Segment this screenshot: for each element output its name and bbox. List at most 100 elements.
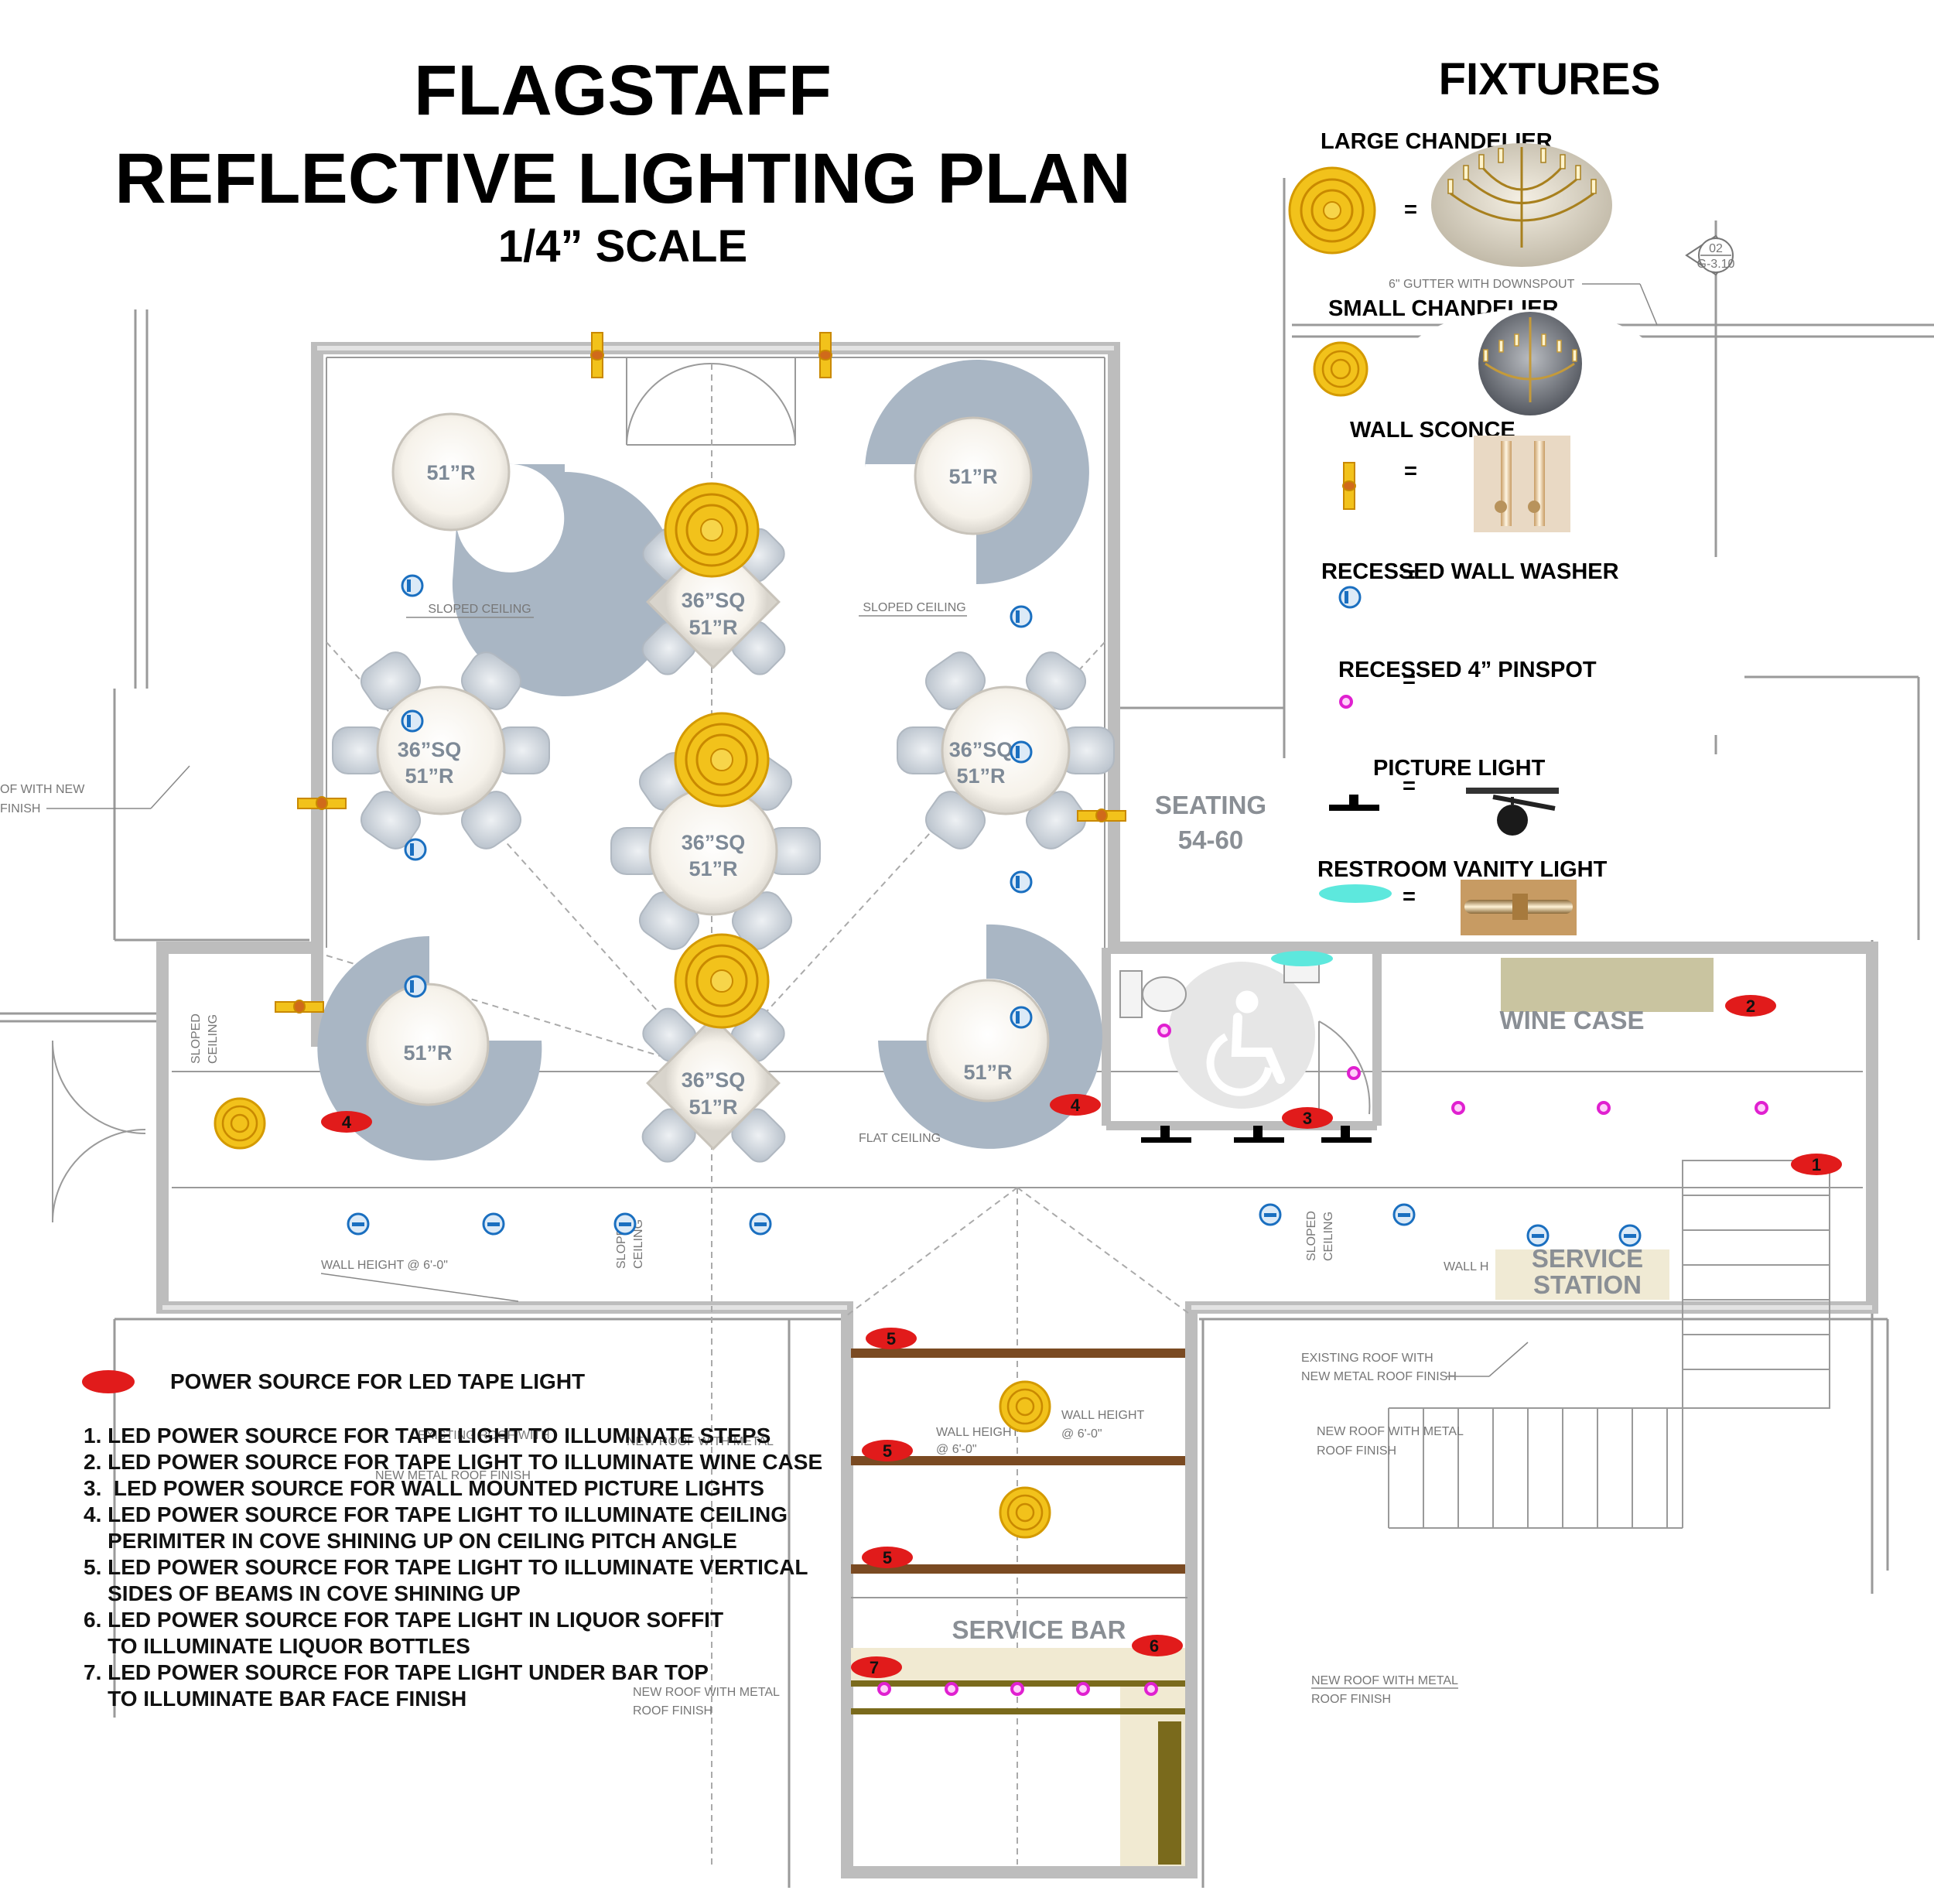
legend-line: SIDES OF BEAMS IN COVE SHINING UP [84,1581,521,1605]
wall-sconce-icon [590,332,604,378]
legend-line: 3. LED POWER SOURCE FOR WALL MOUNTED PIC… [84,1476,764,1500]
legend-line: 4. LED POWER SOURCE FOR TAPE LIGHT TO IL… [84,1502,788,1526]
flat-ceiling-note: FLAT CEILING [859,1132,941,1145]
power-source-number: 2 [1746,996,1755,1016]
round-table: 51”R [391,412,677,696]
legend-line: TO ILLUMINATE BAR FACE FINISH [84,1687,466,1711]
wall-washer-icon [1338,586,1362,609]
wall-height-note: WALL HEIGHT [936,1426,1020,1439]
table-label: 51”R [956,764,1005,788]
pinspot-icon [877,1024,1768,1696]
section-number: 02 [1709,242,1723,255]
vanity-light-photo [1461,880,1577,935]
large-chandelier-icon [1288,166,1376,255]
roof-note: ROOF FINISH [633,1704,712,1718]
small-chandelier-icon [999,1380,1051,1433]
roof-note: ROOF FINISH [1311,1693,1391,1706]
roof-note: NEW ROOF WITH METAL [1311,1674,1458,1687]
power-source-badge: 4 [321,1111,372,1133]
bar-back [1158,1721,1181,1865]
picture-light-photo [1466,788,1559,836]
accessible-icon [1206,990,1285,1096]
roof-note: NEW ROOF WITH METAL [627,1435,774,1448]
wall-height-note: WALL HEIGHT [1061,1409,1145,1422]
wine-case [1501,958,1714,1012]
fixture-label: RESTROOM VANITY LIGHT [1317,857,1608,882]
roof-note: ROOF FINISH [1317,1444,1396,1458]
legend-line: PERIMITER IN COVE SHINING UP ON CEILING … [84,1529,737,1553]
power-source-number: 5 [883,1441,892,1461]
equals-sign: = [1403,884,1416,909]
sloped-ceiling-vertical: SLOPED [1305,1211,1318,1261]
wall-sconce-icon [1077,808,1126,822]
equals-sign: = [1403,668,1416,692]
section-sheet: G-3.10 [1697,258,1735,271]
wall-height-note: @ 6'-0" [936,1443,977,1456]
power-source-badge: 6 [1132,1635,1183,1656]
sloped-ceiling-vertical: SLOPED [190,1014,203,1064]
legend-heading: POWER SOURCE FOR LED TAPE LIGHT [170,1369,585,1393]
large-chandelier-photo [1431,143,1612,267]
square-table: 36”SQ 51”R [641,1007,786,1163]
table-label: 36”SQ [398,738,462,761]
ceiling-beams [851,1349,1185,1574]
wall-sconce-icon [1342,462,1356,510]
table-label: 51”R [689,1096,737,1119]
fixture-label: PICTURE LIGHT [1373,756,1546,781]
table-label: 36”SQ [682,589,746,612]
roof-note: NEW METAL ROOF FINISH [375,1469,531,1482]
wall-height-note: WALL HEIGHT @ 6'-0" [321,1259,448,1272]
sloped-ceiling-vertical: CEILING [207,1014,220,1064]
wall-height-note: WALL H [1444,1260,1488,1273]
power-source-badge: 1 [1791,1154,1842,1175]
service-station [1495,1249,1669,1300]
zones: SEATING 54-60 WINE CASE SERVICE STATION … [851,791,1714,1866]
sloped-ceiling-vertical: CEILING [632,1219,645,1269]
power-source-number: 5 [887,1329,896,1349]
sloped-ceiling-vertical: CEILING [1322,1212,1335,1261]
wall-height-note: @ 6'-0" [1061,1427,1102,1441]
table-label: 36”SQ [682,1068,746,1092]
wall-sconce-photo [1474,436,1570,532]
small-chandelier-photo [1403,309,1658,418]
seating-label: SEATING [1155,791,1266,819]
title-line-2: REFLECTIVE LIGHTING PLAN [114,139,1131,218]
picture-light-icon [1141,1126,1372,1143]
round-table: 51”R [317,936,542,1161]
vanity-light-icon [1319,884,1392,903]
legend-line: TO ILLUMINATE LIQUOR BOTTLES [84,1634,470,1658]
power-source-badge: 4 [1050,1094,1101,1116]
floor-plan-walls [0,178,1934,1888]
table-label: 51”R [689,857,737,880]
power-source-badge: 5 [862,1440,913,1461]
power-source-badge: 3 [1282,1107,1333,1129]
power-source-badge: 7 [851,1656,902,1678]
roof-note: NEW METAL ROOF FINISH [1301,1370,1457,1383]
vanity-light-icon [1271,951,1333,966]
power-source-number: 3 [1303,1109,1312,1128]
table-label: 51”R [426,461,475,484]
square-table: 36”SQ 51”R [641,528,786,675]
small-chandelier-icon [999,1486,1051,1539]
roof-note: FINISH [0,802,40,815]
equals-sign: = [1404,197,1417,222]
table-layout: 51”R 51”R 51”R 51”R [317,360,1115,1163]
roof-note: EXISTING ROOF WITH [1301,1352,1433,1365]
round-table: 51”R [865,360,1089,585]
large-chandelier-icon [664,482,760,578]
legend-line: 2. LED POWER SOURCE FOR TAPE LIGHT TO IL… [84,1450,822,1474]
pinspot-icon [1339,695,1353,709]
power-source-number: 5 [883,1548,892,1567]
fixtures-heading: FIXTURES [1439,54,1661,104]
roof-note: EXISTING ROOF WITH [418,1429,550,1442]
service-station-label: SERVICE [1532,1244,1643,1273]
power-source-legend: POWER SOURCE FOR LED TAPE LIGHT 1. LED P… [82,1369,822,1711]
large-chandelier-icon [674,933,770,1029]
title-line-1: FLAGSTAFF [414,51,832,130]
service-station-label: STATION [1533,1270,1642,1299]
sloped-ceiling-note: SLOPED CEILING [428,603,531,616]
wall-sconce-icon [818,332,832,378]
legend-line: 1. LED POWER SOURCE FOR TAPE LIGHT TO IL… [84,1424,771,1448]
table-label: 36”SQ [682,831,746,854]
table-label: 36”SQ [949,738,1013,761]
